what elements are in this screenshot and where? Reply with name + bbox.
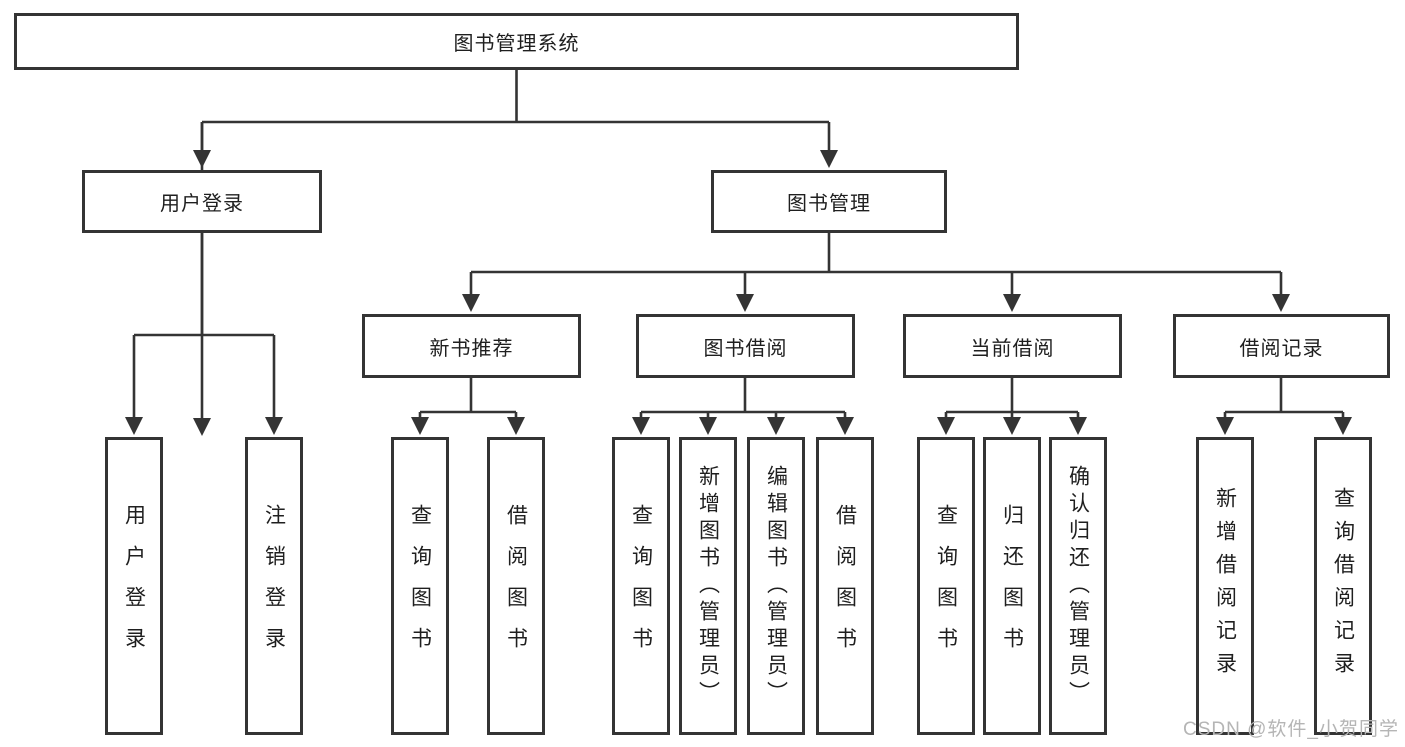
- node-current-borrow: 当前借阅: [903, 314, 1122, 378]
- watermark: CSDN @软件_小贺同学: [1183, 719, 1399, 740]
- node-borrow-records: 借阅记录: [1173, 314, 1390, 378]
- leaf-user-login: 用户登录: [105, 437, 163, 735]
- leaf-query-books-2: 查询图书: [612, 437, 670, 735]
- node-root: 图书管理系统: [14, 13, 1019, 70]
- leaf-borrow-books-1: 借阅图书: [487, 437, 545, 735]
- node-current-borrow-label: 当前借阅: [970, 337, 1055, 360]
- leaf-logout: 注销登录: [245, 437, 303, 735]
- leaf-return-book-label: 归还图书: [1000, 504, 1024, 668]
- leaf-logout-label: 注销登录: [262, 504, 286, 668]
- node-borrow-records-label: 借阅记录: [1239, 337, 1324, 360]
- node-new-book-recommend: 新书推荐: [362, 314, 581, 378]
- leaf-query-books-3: 查询图书: [917, 437, 975, 735]
- leaf-query-books-2-label: 查询图书: [629, 504, 653, 668]
- node-user-login-label: 用户登录: [160, 193, 244, 215]
- leaf-query-borrow-record-label: 查询借阅记录: [1331, 487, 1355, 685]
- node-book-management-label: 图书管理: [787, 193, 871, 215]
- leaf-edit-book-admin-label: 编辑图书（管理员）: [764, 464, 788, 708]
- node-user-login: 用户登录: [82, 170, 322, 233]
- leaf-query-borrow-record: 查询借阅记录: [1314, 437, 1372, 735]
- leaf-add-borrow-record: 新增借阅记录: [1196, 437, 1254, 735]
- node-book-borrow: 图书借阅: [636, 314, 855, 378]
- leaf-user-login-label: 用户登录: [122, 504, 146, 668]
- leaf-query-books-1-label: 查询图书: [408, 504, 432, 668]
- leaf-borrow-books-1-label: 借阅图书: [504, 504, 528, 668]
- leaf-borrow-books-2: 借阅图书: [816, 437, 874, 735]
- node-book-borrow-label: 图书借阅: [703, 337, 788, 360]
- leaf-return-book: 归还图书: [983, 437, 1041, 735]
- leaf-confirm-return-admin: 确认归还（管理员）: [1049, 437, 1107, 735]
- leaf-edit-book-admin: 编辑图书（管理员）: [747, 437, 805, 735]
- node-book-management: 图书管理: [711, 170, 947, 233]
- node-root-label: 图书管理系统: [453, 33, 580, 55]
- leaf-query-books-1: 查询图书: [391, 437, 449, 735]
- leaf-borrow-books-2-label: 借阅图书: [833, 504, 857, 668]
- leaf-confirm-return-admin-label: 确认归还（管理员）: [1066, 464, 1090, 708]
- leaf-add-book-admin: 新增图书（管理员）: [679, 437, 737, 735]
- node-new-book-recommend-label: 新书推荐: [429, 337, 514, 360]
- leaf-query-books-3-label: 查询图书: [934, 504, 958, 668]
- leaf-add-book-admin-label: 新增图书（管理员）: [696, 464, 720, 708]
- leaf-add-borrow-record-label: 新增借阅记录: [1213, 487, 1237, 685]
